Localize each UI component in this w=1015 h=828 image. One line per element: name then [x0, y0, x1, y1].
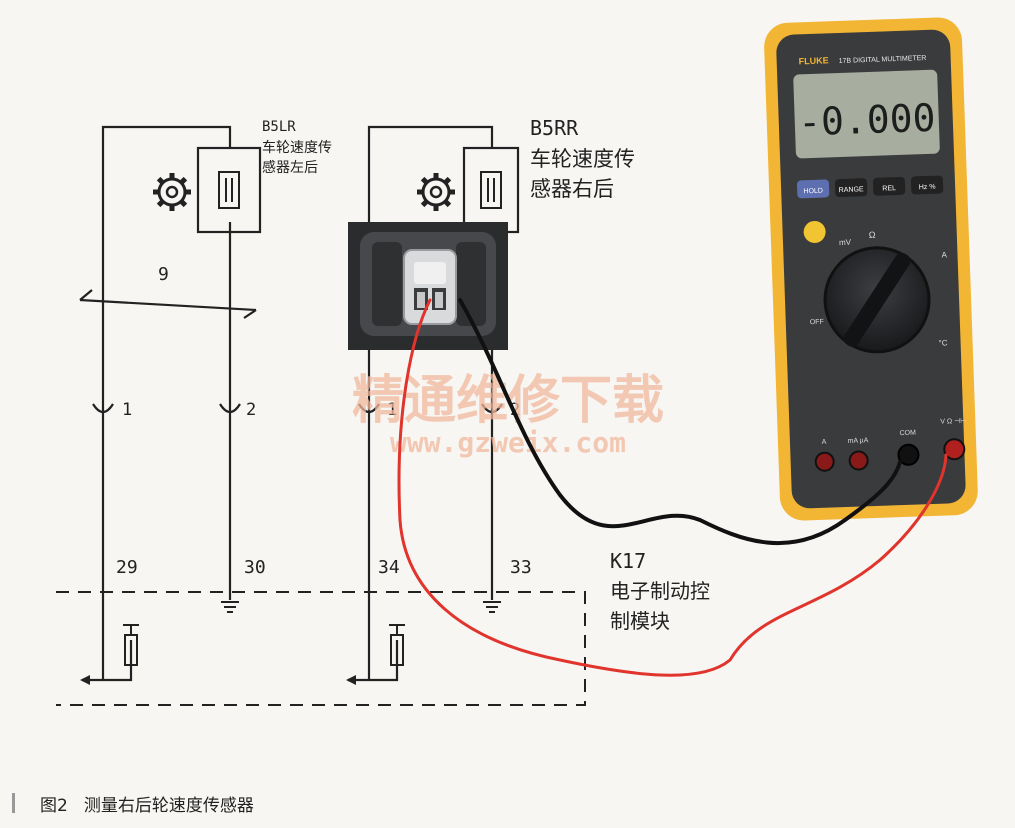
figure-number: 图2	[40, 796, 68, 816]
left-sensor-circuit	[79, 125, 262, 682]
right-sensor-code: B5RR	[530, 116, 579, 140]
connector-pin-label: 2	[246, 400, 256, 420]
jack-label-a: A	[822, 439, 827, 446]
module-name-2: 制模块	[610, 609, 670, 633]
dial-label-mv: mV	[839, 238, 852, 247]
left-sensor-name-1: 车轮速度传	[262, 139, 332, 156]
meter-reading: -0.000	[797, 96, 936, 145]
module-pin-label: 29	[116, 557, 138, 578]
dial-label-temp: °C	[938, 338, 948, 347]
module-pin-label: 34	[378, 557, 400, 578]
meter-model: 17B DIGITAL MULTIMETER	[839, 55, 927, 65]
right-gear-icon	[417, 173, 455, 211]
range-button-label: RANGE	[839, 186, 864, 194]
hz-button-label: Hz %	[919, 184, 936, 192]
wire-number-label: 9	[158, 264, 169, 285]
hold-button[interactable]	[796, 179, 830, 199]
caption-marker	[12, 793, 15, 813]
hold-button-label: HOLD	[803, 188, 823, 196]
backlight-button[interactable]	[803, 220, 826, 244]
rel-button[interactable]	[872, 176, 906, 196]
jack-label-ma: mA µA	[847, 437, 868, 445]
right-sensor-name-1: 车轮速度传	[530, 147, 635, 171]
jack-com[interactable]	[897, 443, 920, 466]
right-sensor-symbol	[480, 171, 502, 209]
jack-label-com: COM	[899, 430, 916, 438]
figure-title: 测量右后轮速度传感器	[83, 796, 254, 816]
module-pin-label: 30	[244, 557, 266, 578]
watermark-url: www.gzweix.com	[390, 426, 626, 459]
left-gear-icon	[153, 173, 191, 211]
left-sensor-symbol	[218, 171, 240, 209]
connector-photo	[348, 222, 508, 350]
hz-button[interactable]	[910, 175, 944, 195]
rel-button-label: REL	[882, 185, 896, 192]
connector-pin-label: 1	[122, 400, 132, 420]
dial-label-off: OFF	[810, 319, 824, 326]
connector-pin-label: 1	[387, 400, 397, 420]
module-name-1: 电子制动控	[610, 579, 710, 603]
meter-brand: FLUKE	[799, 55, 829, 66]
left-ground-icon	[220, 601, 240, 613]
module-code: K17	[610, 549, 646, 573]
meter-display	[793, 69, 940, 159]
left-sensor-name-2: 感器左后	[262, 159, 318, 176]
dial-label-amp: A	[941, 250, 947, 259]
left-sensor-code: B5LR	[262, 119, 296, 135]
right-ground-icon	[482, 601, 502, 613]
jack-label-v: V Ω ⊣⊢	[940, 418, 966, 426]
jack-ma[interactable]	[848, 450, 869, 471]
jack-v[interactable]	[943, 438, 966, 461]
jack-a[interactable]	[814, 451, 835, 472]
module-boundary	[56, 591, 586, 706]
black-test-lead	[458, 298, 902, 545]
figure-caption: 图2 测量右后轮速度传感器	[40, 791, 254, 816]
right-sensor-name-2: 感器右后	[530, 177, 614, 201]
multimeter: FLUKE 17B DIGITAL MULTIMETER -0.000 HOLD…	[764, 17, 978, 521]
module-pin-label: 33	[510, 557, 532, 578]
red-test-lead	[397, 298, 948, 677]
dial-label-ohm: Ω	[869, 230, 876, 240]
range-button[interactable]	[834, 178, 868, 198]
